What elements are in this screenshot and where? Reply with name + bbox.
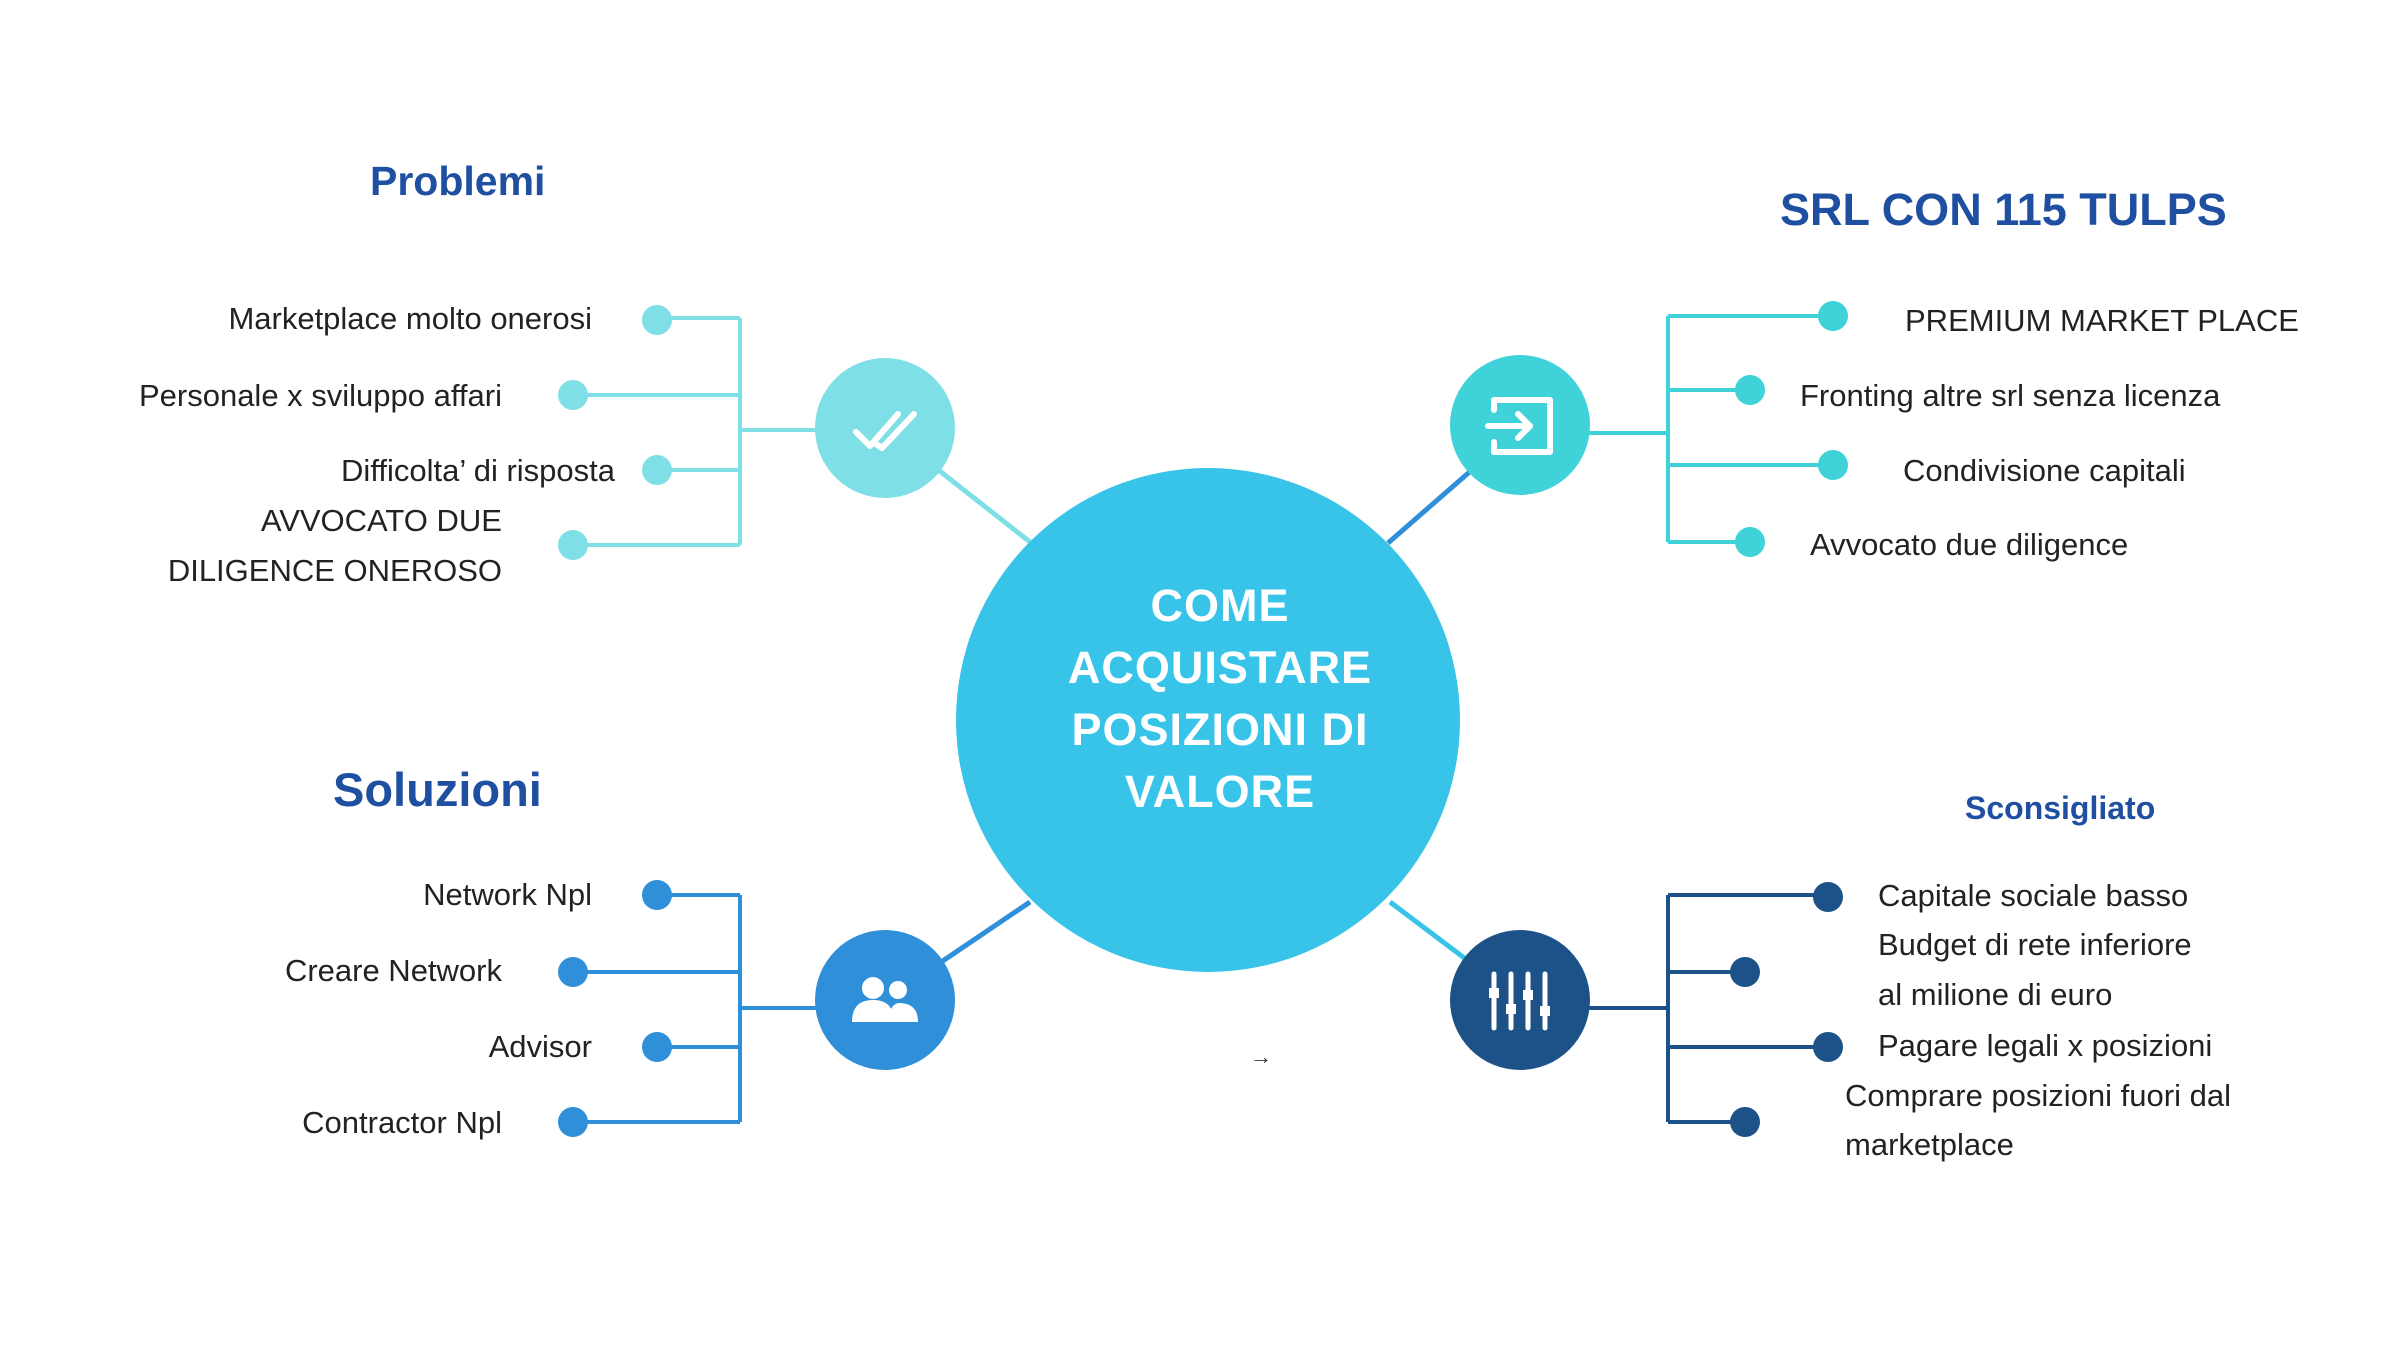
sconsigliato-dot-3 (1813, 1032, 1843, 1062)
people-group-icon (852, 977, 918, 1022)
problemi-item-2: Personale x sviluppo affari (138, 378, 502, 413)
sconsigliato-item-2: Budget di rete inferiore (1878, 927, 2192, 962)
sconsigliato-item-1: Capitale sociale basso (1878, 878, 2189, 913)
srl-item-3: Condivisione capitali (1903, 453, 2186, 488)
center-title-line-4: VALORE (1124, 766, 1316, 817)
center-title-line-2: ACQUISTARE (1067, 642, 1373, 693)
double-check-icon (853, 411, 917, 451)
sconsigliato-item-6: marketplace (1845, 1127, 2014, 1162)
sconsigliato-connectors (1588, 893, 1828, 1124)
soluzioni-dot-2 (558, 957, 588, 987)
srl-item-2: Fronting altre srl senza licenza (1800, 378, 2221, 413)
sconsigliato-dot-2 (1730, 957, 1760, 987)
srl-item-4: Avvocato due diligence (1810, 527, 2129, 562)
problemi-heading: Problemi (370, 158, 546, 204)
sconsigliato-item-4: Pagare legali x posizioni (1878, 1028, 2213, 1063)
srl-item-1: PREMIUM MARKET PLACE (1905, 303, 2299, 338)
login-arrow-icon (1485, 397, 1553, 455)
soluzioni-item-2: Creare Network (284, 953, 502, 988)
srl-dot-2 (1735, 375, 1765, 405)
srl-connectors (1588, 314, 1833, 544)
soluzioni-icon-circle (815, 930, 955, 1070)
soluzioni-dot-3 (642, 1032, 672, 1062)
center-title-line-3: POSIZIONI DI (1071, 704, 1369, 755)
problemi-item-1: Marketplace molto onerosi (228, 301, 592, 336)
soluzioni-item-1: Network Npl (423, 877, 592, 912)
srl-heading: SRL CON 115 TULPS (1780, 184, 2227, 235)
sconsigliato-dot-1 (1813, 882, 1843, 912)
problemi-item-4: AVVOCATO DUE (260, 503, 502, 538)
soluzioni-item-4: Contractor Npl (302, 1105, 502, 1140)
sconsigliato-icon-circle (1450, 930, 1590, 1070)
sconsigliato-dot-4 (1730, 1107, 1760, 1137)
center-circle (956, 468, 1460, 972)
soluzioni-connectors (573, 893, 845, 1124)
soluzioni-item-3: Advisor (488, 1029, 592, 1064)
soluzioni-dot-4 (558, 1107, 588, 1137)
problemi-dot-1 (642, 305, 672, 335)
sconsigliato-item-5: Comprare posizioni fuori dal (1845, 1078, 2231, 1113)
soluzioni-dot-1 (642, 880, 672, 910)
problemi-dot-2 (558, 380, 588, 410)
soluzioni-heading: Soluzioni (333, 763, 542, 816)
problemi-dot-3 (642, 455, 672, 485)
problemi-item-5: DILIGENCE ONEROSO (167, 553, 502, 588)
srl-dot-1 (1818, 301, 1848, 331)
sconsigliato-item-3: al milione di euro (1878, 977, 2113, 1012)
srl-dot-3 (1818, 450, 1848, 480)
problemi-dot-4 (558, 530, 588, 560)
sconsigliato-heading: Sconsigliato (1965, 790, 2156, 826)
center-title-line-1: COME (1150, 580, 1290, 631)
problemi-item-3: Difficolta’ di risposta (341, 453, 615, 488)
sliders-icon (1489, 971, 1550, 1031)
center-title: COME ACQUISTARE POSIZIONI DI VALORE (1060, 575, 1380, 823)
srl-dot-4 (1735, 527, 1765, 557)
arrow-cursor-icon: → (1250, 1044, 1272, 1069)
problemi-connectors (573, 316, 845, 547)
